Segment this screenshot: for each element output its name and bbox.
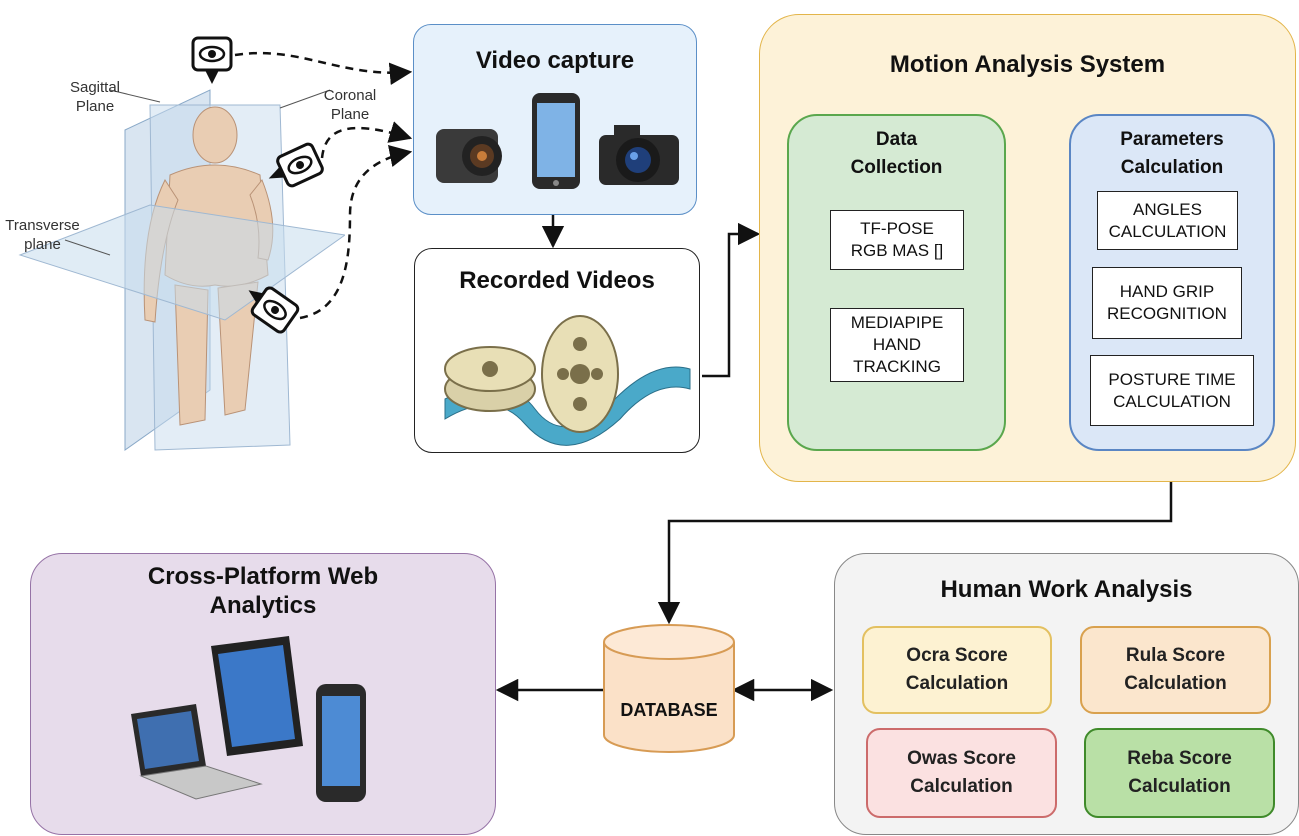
data-collection-box: Data Collection (787, 114, 1006, 451)
sagittal-plane-label: Sagittal Plane (69, 79, 121, 115)
video-capture-devices (436, 93, 679, 189)
dashed-arrow-bottom (299, 144, 413, 320)
data-collection-title: Data Collection (850, 129, 943, 178)
angles-calculation-item: ANGLES CALCULATION (1097, 191, 1238, 250)
film-reels-icon (444, 315, 691, 446)
tf-pose-item: TF-POSE RGB MAS [] (830, 210, 964, 270)
reba-score-item: Reba Score Calculation (1084, 728, 1275, 818)
parameters-title: Parameters Calculation (1120, 129, 1224, 178)
motion-analysis-title: Motion Analysis System (889, 51, 1166, 78)
eye-icon-top (191, 36, 233, 84)
arrow-parameters-to-database (657, 452, 1173, 625)
transverse-plane-label: Transverse plane (5, 217, 80, 253)
tablet-icon (211, 636, 303, 756)
mediapipe-item: MEDIAPIPE HAND TRACKING (830, 308, 964, 382)
smartphone-icon (316, 684, 366, 802)
web-analytics-box: Cross-Platform Web Analytics (30, 553, 496, 835)
laptop-icon (131, 704, 263, 800)
smartphone-icon (532, 93, 580, 189)
ocra-score-item: Ocra Score Calculation (862, 626, 1052, 714)
video-capture-title: Video capture (475, 47, 635, 74)
web-analytics-title: Cross-Platform Web Analytics (147, 563, 379, 619)
recorded-videos-box: Recorded Videos (414, 248, 700, 453)
eye-icon-bottom (248, 286, 300, 334)
human-body-planes-icon (18, 36, 345, 451)
database-label: DATABASE (620, 700, 718, 720)
owas-score-item: Owas Score Calculation (866, 728, 1057, 818)
posture-time-item: POSTURE TIME CALCULATION (1090, 355, 1254, 426)
hand-grip-item: HAND GRIP RECOGNITION (1092, 267, 1242, 339)
dashed-arrow-top (234, 51, 413, 85)
arrow-recorded-to-motion (702, 222, 761, 378)
coronal-plane-label: Coronal Plane (323, 87, 377, 123)
video-capture-box: Video capture (413, 24, 697, 215)
web-devices (131, 636, 366, 802)
body-planes-illustration: Sagittal Plane Coronal Plane Transverse … (0, 30, 376, 460)
dashed-arrow-middle (320, 121, 413, 159)
dslr-camera-icon (599, 125, 679, 185)
rula-score-item: Rula Score Calculation (1080, 626, 1271, 714)
human-work-title: Human Work Analysis (940, 576, 1193, 603)
action-camera-icon (436, 129, 502, 183)
eye-icon-middle (268, 142, 324, 188)
recorded-videos-title: Recorded Videos (459, 267, 655, 294)
